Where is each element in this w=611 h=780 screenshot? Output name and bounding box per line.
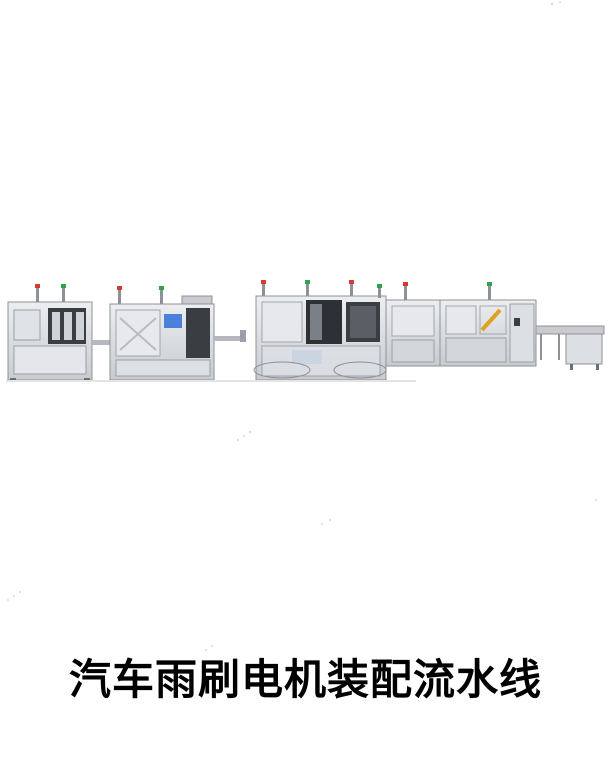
station-5 bbox=[439, 282, 537, 367]
station-1 bbox=[7, 284, 93, 382]
station-4 bbox=[385, 282, 441, 367]
assembly-line-image bbox=[6, 280, 605, 382]
product-title: 汽车雨刷电机装配流水线 bbox=[68, 655, 542, 704]
station-3 bbox=[253, 280, 387, 381]
outfeed-conveyor bbox=[535, 325, 605, 370]
station-2 bbox=[109, 286, 215, 381]
